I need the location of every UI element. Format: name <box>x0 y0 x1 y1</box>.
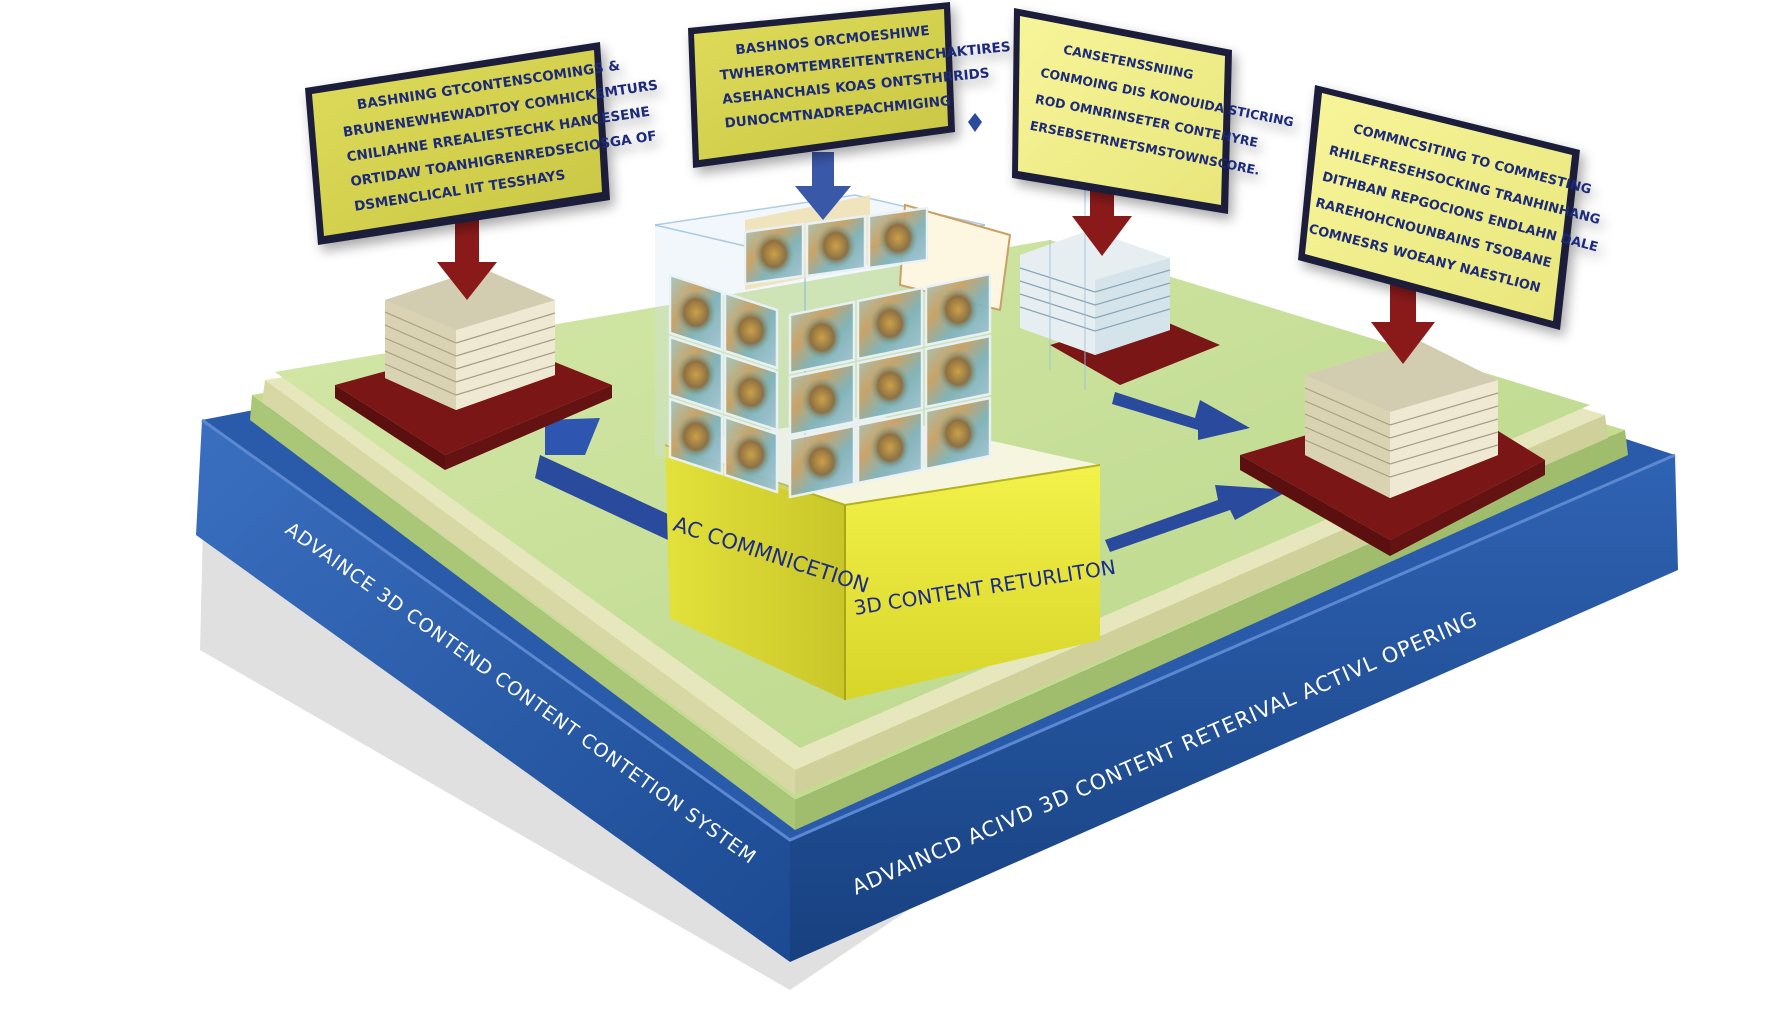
content-tile-cube <box>654 170 1086 499</box>
cream-layer-left <box>262 380 795 795</box>
content-tile <box>723 415 779 494</box>
content-tile <box>924 272 992 347</box>
content-tile <box>856 348 924 423</box>
diamond-marker <box>968 113 982 132</box>
content-tile <box>788 300 856 375</box>
blue-connectors <box>535 392 1290 552</box>
sign-4: COMMNCSITING TO COMMESTINGRHILEFRESEHSOC… <box>1298 85 1602 330</box>
content-tile <box>856 286 924 361</box>
content-tile <box>723 353 779 432</box>
blue-arrow-left <box>535 418 670 540</box>
sign-2: BASHNOS ORCMOESHIWETWHEROMTEMREITENTRENC… <box>688 2 1011 168</box>
blue-arrow-right-bottom <box>1105 485 1290 552</box>
content-tile <box>788 424 856 499</box>
content-tile <box>743 222 805 286</box>
content-tile <box>924 396 992 471</box>
paper-stack-right <box>1304 340 1499 498</box>
red-arrow-1 <box>437 220 497 300</box>
base-front-face <box>790 455 1678 962</box>
document-stack-right <box>1240 340 1545 556</box>
content-tile <box>924 334 992 409</box>
content-tile <box>805 214 867 278</box>
content-tile <box>867 206 929 270</box>
sign-1: BASHNING GTCONTENSCOMINGS &BRUNENEWHEWAD… <box>305 42 659 245</box>
base-edge-highlight <box>201 418 1676 842</box>
content-tile <box>668 335 724 414</box>
core-box-left-face <box>665 445 845 700</box>
content-tile <box>668 397 724 476</box>
content-tile <box>668 273 724 352</box>
blue-arrow-down <box>795 152 851 220</box>
base-left-face <box>196 420 790 962</box>
green-slab-lower-left <box>250 395 795 830</box>
document-stack-left <box>335 268 612 470</box>
content-tile <box>856 410 924 485</box>
content-tile <box>723 291 779 370</box>
content-tile <box>788 362 856 437</box>
document-stack-back-right <box>1019 230 1220 385</box>
core-box-front-face <box>845 465 1100 700</box>
blue-arrow-right-top <box>1112 392 1250 440</box>
paper-stack-left <box>384 268 556 410</box>
